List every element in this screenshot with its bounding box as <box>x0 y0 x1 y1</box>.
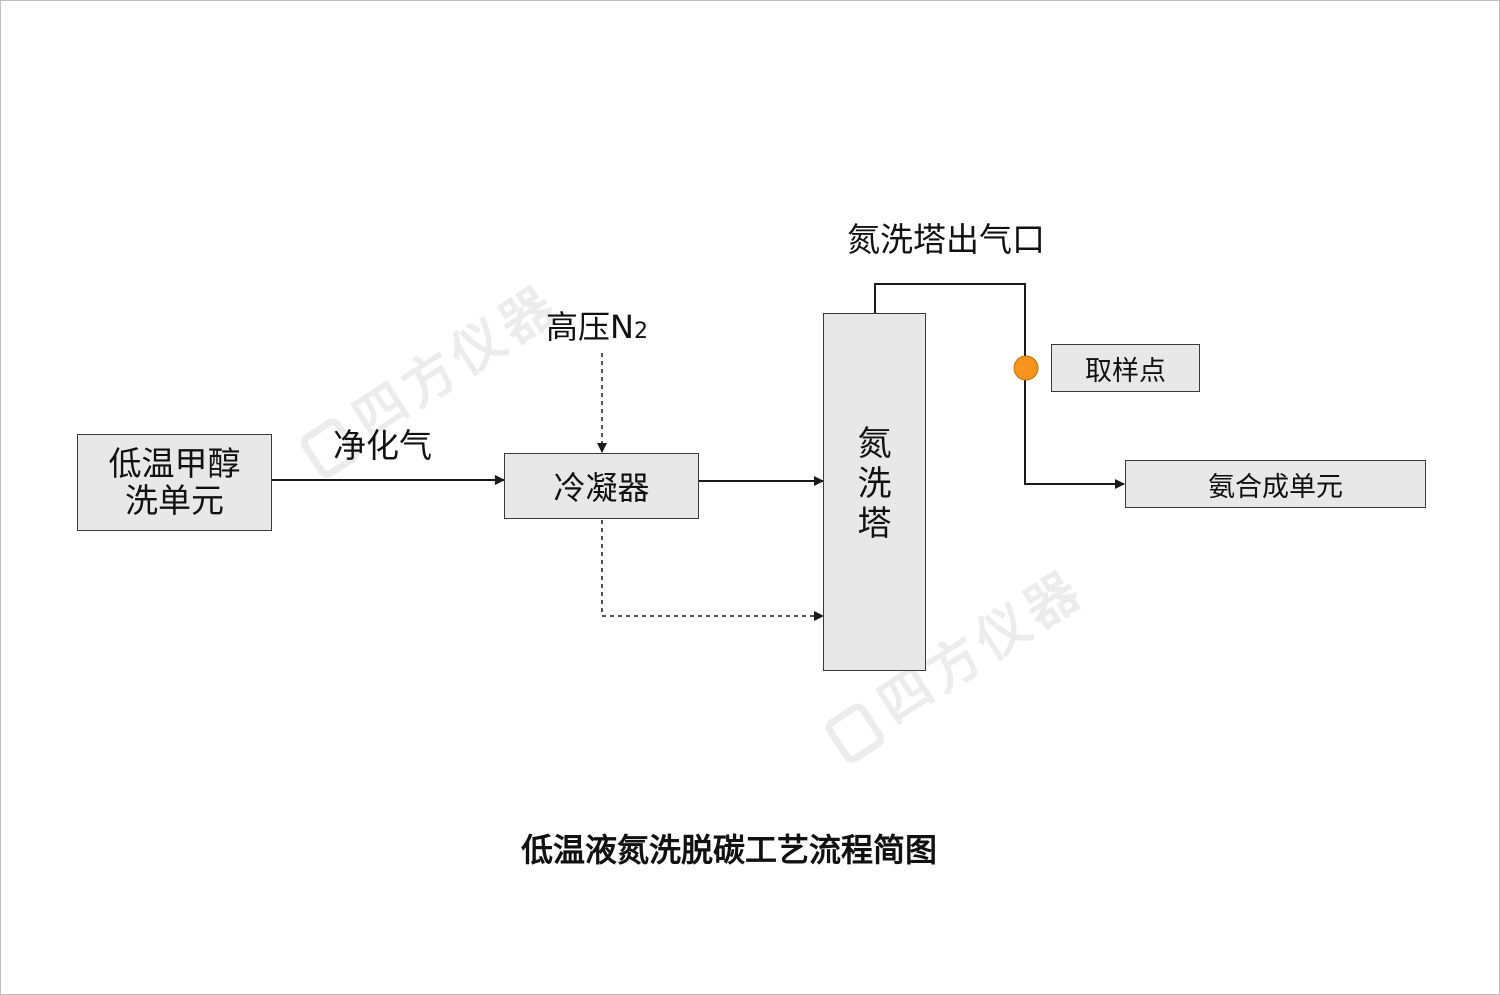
purified-gas-label: 净化气 <box>333 426 432 465</box>
condenser-label: 冷凝器 <box>553 469 650 507</box>
high-pressure-n2-label: 高压N2 <box>546 308 648 346</box>
methanol-wash-line2: 洗单元 <box>125 480 224 520</box>
nitrogen-wash-tower-label: 氮 洗 塔 <box>857 424 892 545</box>
sampling-point-box: 取样点 <box>1051 344 1200 392</box>
sampling-point-dot <box>1013 355 1039 381</box>
arrow-tower-outlet-to-ammonia <box>874 283 1125 489</box>
arrow-condenser-bottom-to-tower <box>601 520 824 621</box>
condenser-box: 冷凝器 <box>504 453 699 519</box>
diagram-caption: 低温液氮洗脱碳工艺流程简图 <box>521 831 938 869</box>
tower-outlet-label: 氮洗塔出气口 <box>847 220 1045 259</box>
n2-subscript: 2 <box>633 319 648 344</box>
ammonia-synthesis-unit-box: 氨合成单元 <box>1125 460 1426 508</box>
methanol-wash-unit-box: 低温甲醇 洗单元 <box>77 434 272 531</box>
sampling-point-label: 取样点 <box>1085 355 1166 387</box>
methanol-wash-line1: 低温甲醇 <box>108 443 241 483</box>
nitrogen-wash-tower-box: 氮 洗 塔 <box>823 313 926 671</box>
ammonia-synthesis-label: 氨合成单元 <box>1208 471 1343 503</box>
